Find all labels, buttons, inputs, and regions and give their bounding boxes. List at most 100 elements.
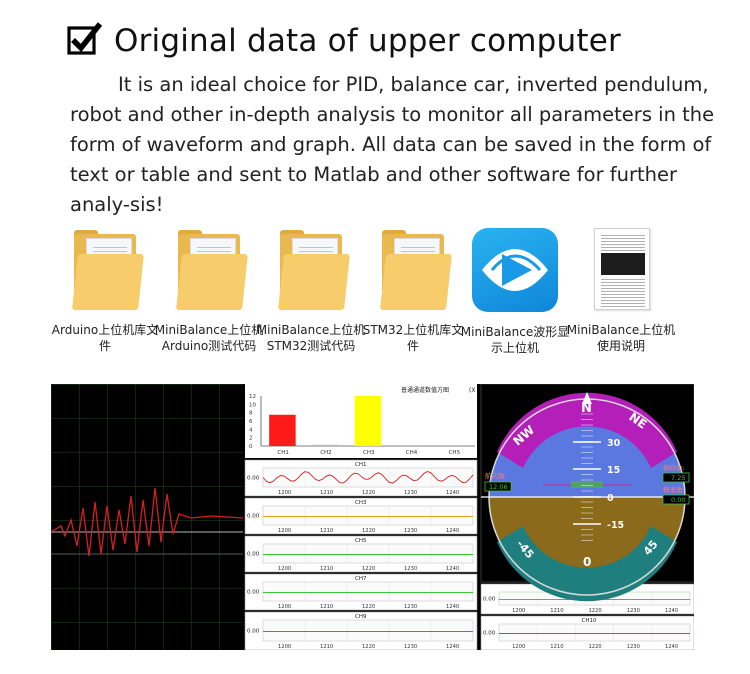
folder-icon: [70, 228, 144, 310]
channel-x-tick: 1240: [446, 604, 459, 610]
bar-x-label: CH3: [363, 450, 375, 456]
file-item-manual[interactable]: MiniBalance上位机使用说明: [566, 228, 676, 354]
channel-title: CH5: [355, 538, 367, 544]
bar-y-tick: 10: [249, 402, 256, 408]
bar-x-label: CH4: [406, 450, 418, 456]
channel-x-tick: 1200: [278, 528, 291, 534]
roll-angle-value: 0.00: [671, 496, 685, 504]
channel-x-tick: 1210: [320, 644, 333, 650]
document-icon: [586, 228, 656, 310]
section-title: Original data of upper computer: [114, 23, 621, 59]
roll-angle-label: 横滚角:: [663, 485, 685, 494]
channel-title: CH9: [355, 614, 367, 620]
file-list: Arduino上位机库文件 MiniBalance上位机Arduino测试代码 …: [52, 228, 690, 368]
channel-x-tick: 1230: [627, 608, 640, 614]
app-icon: [472, 228, 558, 312]
compass-ring: [497, 392, 677, 468]
channel-x-tick: 1230: [627, 644, 640, 650]
bar-y-tick: 2: [249, 436, 253, 442]
channel-x-tick: 1240: [446, 490, 459, 496]
file-item-stm32-lib[interactable]: STM32上位机库文件: [358, 228, 468, 354]
waveform-line: [51, 487, 244, 557]
roll-ring: [497, 526, 677, 602]
file-item-stm32-test[interactable]: MiniBalance上位机STM32测试代码: [256, 228, 366, 354]
bar-ch4: [397, 445, 425, 446]
file-item-waveform-app[interactable]: MiniBalance波形显示上位机: [460, 228, 570, 356]
channel-value: 0.00: [247, 590, 260, 596]
folder-icon: [276, 228, 350, 310]
channel-x-tick: 1220: [589, 644, 602, 650]
description-text: It is an ideal choice for PID, balance c…: [70, 73, 715, 216]
description: It is an ideal choice for PID, balance c…: [70, 70, 720, 220]
checkbox-checked-icon: [67, 22, 102, 57]
channel-x-tick: 1230: [404, 490, 417, 496]
bar-y-tick: 6: [249, 419, 253, 425]
bar-x-label: CH2: [320, 450, 331, 456]
section-heading: Original data of upper computer: [67, 20, 621, 62]
channel-value: 0.00: [247, 552, 260, 558]
channel-x-tick: 1240: [446, 528, 459, 534]
file-label: Arduino上位机库文件: [51, 323, 159, 353]
pitch-angle-label: 俯仰角:: [663, 463, 685, 472]
pitch-tick-label: 30: [607, 438, 621, 449]
bar-ch5: [440, 445, 467, 446]
bar-y-tick: 12: [249, 394, 256, 400]
channel-x-tick: 1220: [362, 566, 375, 572]
file-label: MiniBalance上位机使用说明: [566, 323, 676, 353]
bar-x-label: CH5: [449, 450, 461, 456]
channel-x-tick: 1210: [550, 608, 563, 614]
pitch-tick-label: 15: [607, 465, 620, 476]
channel-title: CH3: [355, 500, 367, 506]
channel-x-tick: 1200: [278, 490, 291, 496]
channel-x-tick: 1230: [404, 528, 417, 534]
file-label: MiniBalance上位机STM32测试代码: [256, 323, 366, 353]
channel-wave: [262, 471, 474, 484]
channel-x-tick: 1210: [320, 528, 333, 534]
channel-x-tick: 1240: [446, 644, 459, 650]
bar-ch1: [269, 414, 296, 446]
file-item-arduino-lib[interactable]: Arduino上位机库文件: [50, 228, 160, 354]
channel-x-tick: 1240: [665, 608, 678, 614]
channel-x-tick: 1210: [320, 566, 333, 572]
channel-x-tick: 1220: [362, 644, 375, 650]
compass-label-n: N: [581, 401, 592, 416]
channel-value: 0.00: [483, 631, 496, 637]
bar-y-tick: 4: [249, 427, 253, 433]
channel-x-tick: 1230: [404, 566, 417, 572]
channel-title: CH7: [355, 576, 367, 582]
channel-title: CH1: [355, 462, 366, 468]
channel-title: CH10: [582, 618, 597, 624]
roll-label-0: 0: [583, 555, 591, 569]
bar-panel-close[interactable]: (X: [469, 387, 475, 394]
channel-x-tick: 1210: [320, 490, 333, 496]
channel-strip: CH3 0.00 1200 1210 1220 1230 1240: [244, 497, 478, 535]
bar-ch2: [311, 444, 339, 446]
bar-y-tick: 8: [249, 411, 253, 417]
file-item-arduino-test[interactable]: MiniBalance上位机Arduino测试代码: [154, 228, 264, 354]
bar-x-label: CH1: [277, 450, 288, 456]
channel-x-tick: 1240: [446, 566, 459, 572]
channel-value: 0.00: [247, 514, 260, 520]
file-label: MiniBalance上位机Arduino测试代码: [154, 323, 264, 353]
channel-x-tick: 1200: [278, 604, 291, 610]
file-label: MiniBalance波形显示上位机: [460, 325, 570, 355]
channel-x-tick: 1240: [665, 644, 678, 650]
bar-ch3: [354, 396, 382, 446]
pitch-angle-value: 7.25: [671, 474, 685, 482]
channel-value: 0.00: [483, 597, 496, 603]
heading-angle-label: 航向角:: [485, 471, 507, 480]
oscilloscope-panel: [51, 384, 244, 650]
channel-value: 0.00: [247, 629, 260, 635]
channel-x-tick: 1220: [362, 528, 375, 534]
channel-x-tick: 1200: [512, 644, 525, 650]
file-label: STM32上位机库文件: [362, 323, 464, 353]
